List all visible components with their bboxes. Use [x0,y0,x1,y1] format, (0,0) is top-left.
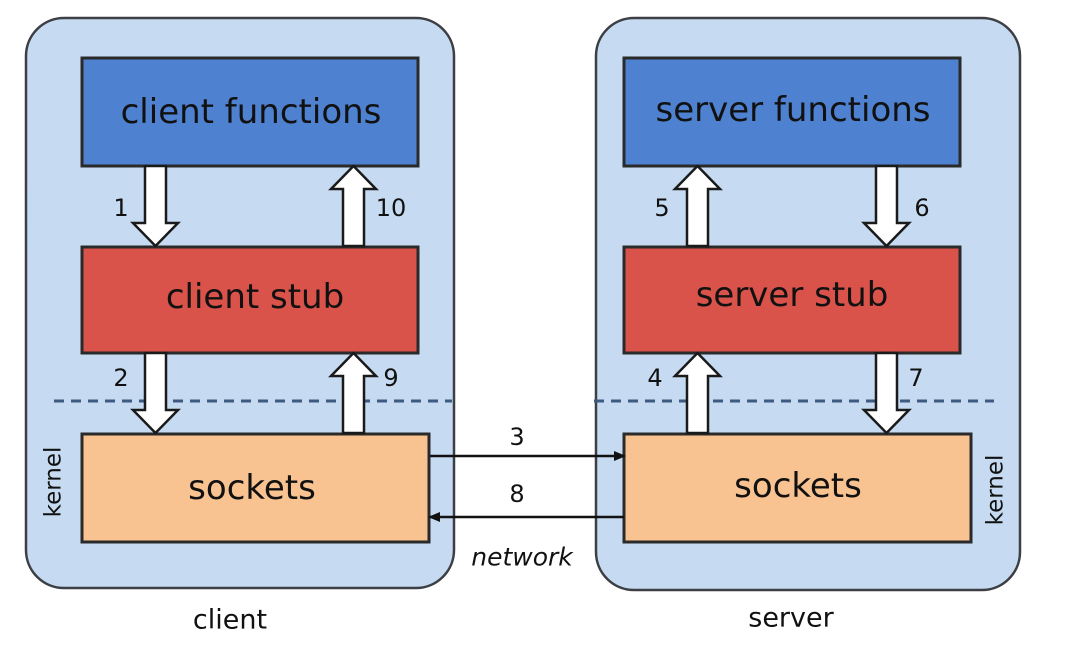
step-7-label: 7 [908,364,924,392]
step-2-label: 2 [113,364,129,392]
step-1-arrow [130,164,181,248]
step-7-arrow [861,351,912,435]
server-kernel-label: kernel [982,454,1009,526]
server-functions-label: server functions [655,90,931,130]
step-9-arrow [328,351,379,435]
step-10-arrow [328,164,379,248]
step-4-arrow [672,351,723,435]
server-sockets-label: sockets [734,466,862,506]
server-stub-label: server stub [695,275,889,315]
server-functions-box [622,56,962,168]
network-label: network [471,542,573,572]
step-6-arrow [861,164,912,248]
step-10-label: 10 [375,194,407,222]
step-4-label: 4 [647,364,663,392]
server-caption: server [748,602,834,634]
step-1-label: 1 [113,194,129,222]
client-functions-label: client functions [120,92,382,132]
step-6-label: 6 [914,194,930,222]
step-5-arrow [672,164,723,248]
client-stub-box [80,245,420,355]
client-functions-box [80,56,420,168]
client-kernel-label: kernel [40,446,67,518]
server-stub-box [622,245,962,355]
client-stub-label: client stub [165,277,345,317]
step-9-label: 9 [383,364,399,392]
step-2-arrow [130,351,181,435]
step-8-label: 8 [509,480,525,508]
client-caption: client [192,604,268,636]
step-3-label: 3 [509,423,525,451]
step-5-label: 5 [654,194,670,222]
server-sockets-box [622,432,973,544]
client-sockets-label: sockets [188,468,316,508]
client-sockets-box [80,432,431,544]
